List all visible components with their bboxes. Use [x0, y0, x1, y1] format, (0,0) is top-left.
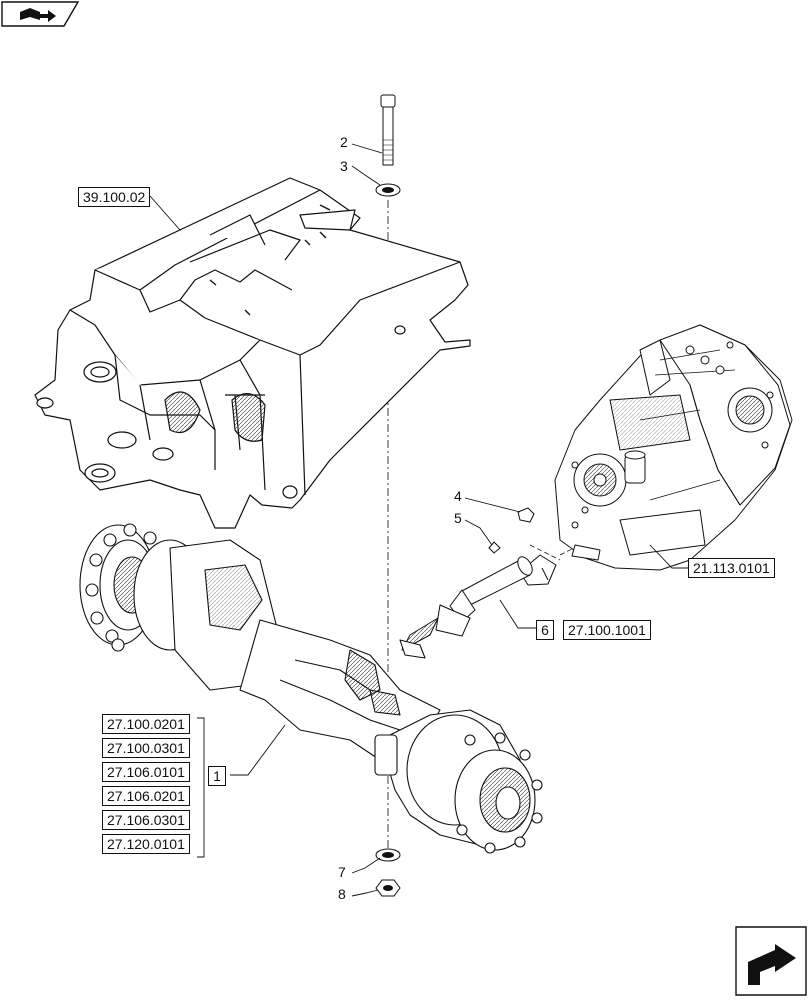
frame-reference-box[interactable]: 39.100.02	[78, 187, 151, 207]
axle-reference-box-6[interactable]: 27.120.0101	[102, 834, 190, 854]
leader-lines	[149, 143, 688, 897]
chassis-frame-part	[34, 177, 471, 529]
axle-reference-box-4[interactable]: 27.106.0201	[102, 786, 190, 806]
next-page-arrow-icon[interactable]	[735, 926, 807, 996]
transmission-part	[554, 324, 793, 571]
transmission-reference-box[interactable]: 21.113.0101	[688, 558, 775, 578]
axle-reference-box-5[interactable]: 27.106.0301	[102, 810, 190, 830]
item-number-washer-bottom: 7	[338, 864, 346, 880]
axle-reference-box-2[interactable]: 27.100.0301	[102, 738, 190, 758]
item-number-clip: 4	[454, 488, 462, 504]
shaft-reference-box[interactable]: 27.100.1001	[563, 620, 651, 640]
axle-reference-box-3[interactable]: 27.106.0101	[102, 762, 190, 782]
washer-bottom-part	[375, 848, 401, 862]
washer-top-part	[375, 183, 401, 197]
item-number-screw: 5	[454, 510, 462, 526]
item-number-washer-top: 3	[340, 158, 348, 174]
item-number-nut: 8	[338, 886, 346, 902]
clip-part	[517, 507, 535, 523]
item-number-bolt: 2	[340, 134, 348, 150]
drive-shaft-part	[401, 544, 575, 651]
nut-part	[375, 879, 401, 897]
bolt-part	[380, 94, 396, 166]
front-axle-part	[79, 523, 543, 854]
axle-reference-box-1[interactable]: 27.100.0201	[102, 714, 190, 734]
book-arrow-icon[interactable]	[1, 1, 80, 27]
item-number-axle: 1	[208, 766, 226, 786]
item-number-shaft: 6	[536, 620, 554, 640]
